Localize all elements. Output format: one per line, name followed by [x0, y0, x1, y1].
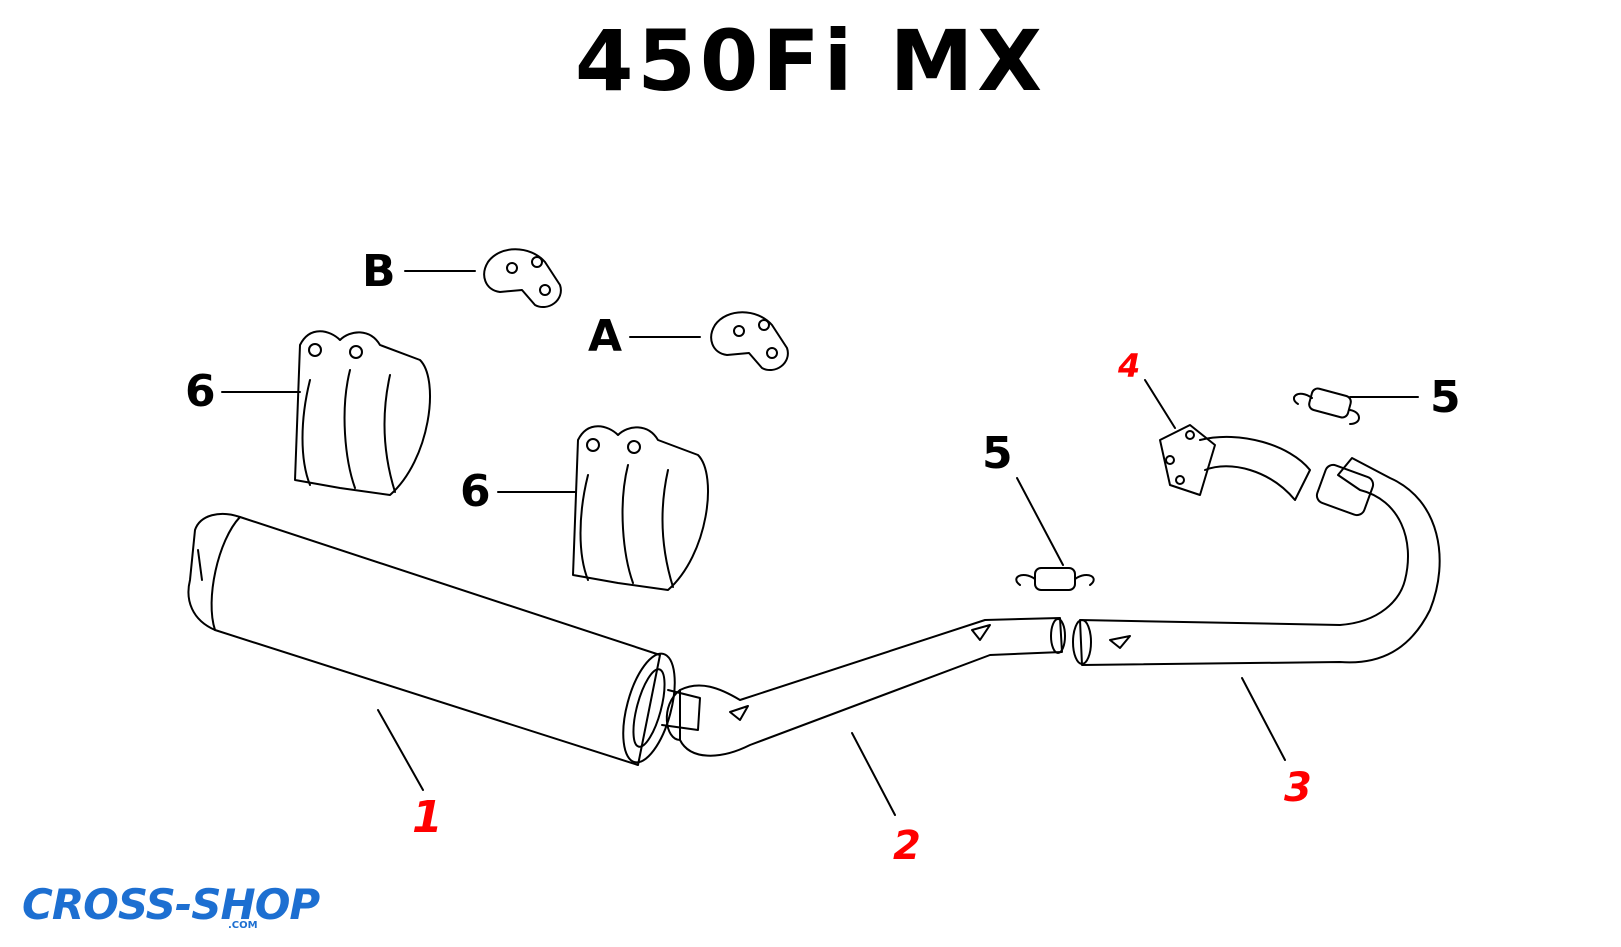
bracket-b-part: [483, 248, 562, 308]
leader-2: [851, 732, 896, 816]
logo-suffix: .COM: [228, 920, 258, 931]
callout-b: B: [362, 246, 396, 297]
callout-5-mid: 5: [982, 428, 1013, 479]
callout-a: A: [588, 311, 623, 362]
leader-5-mid: [1016, 477, 1064, 566]
callout-3: 3: [1284, 765, 1312, 811]
leader-4: [1144, 379, 1176, 429]
cross-shop-logo: CROSS-SHOP .COM: [22, 880, 320, 931]
callout-6-mid: 6: [460, 466, 491, 517]
flange-part: [1159, 424, 1311, 501]
spring-mid-part: [1015, 567, 1095, 591]
leader-1: [377, 709, 424, 791]
header-pipe-part: [1072, 457, 1441, 666]
bracket-a-part: [710, 311, 789, 371]
callout-1: 1: [412, 792, 443, 843]
callout-6-left: 6: [185, 366, 216, 417]
mid-pipe-part: [665, 617, 1066, 757]
callout-4: 4: [1118, 347, 1141, 385]
clamp-mid-part: [572, 425, 709, 591]
muffler-part: [187, 512, 701, 766]
spring-right-part: [1293, 387, 1360, 425]
clamp-left-part: [294, 330, 431, 496]
callout-5-right: 5: [1430, 372, 1461, 423]
leader-3: [1241, 677, 1286, 761]
callout-2: 2: [893, 823, 921, 869]
logo-text: CROSS-SHOP: [22, 880, 320, 929]
diagram-title: 450Fi MX: [574, 12, 1047, 110]
